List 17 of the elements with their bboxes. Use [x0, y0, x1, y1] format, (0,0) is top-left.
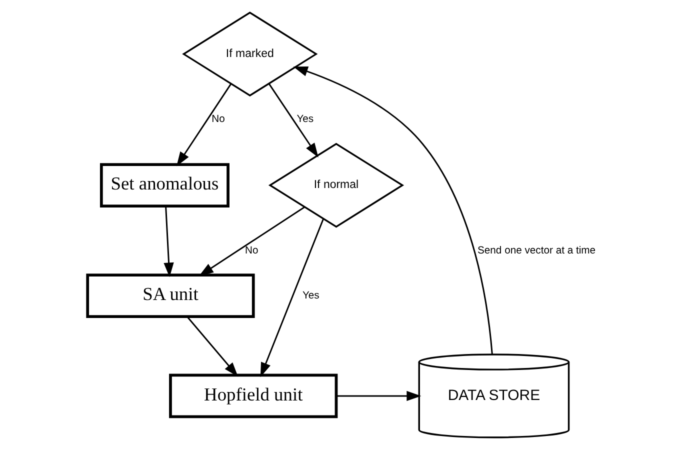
- node-diamond: If marked: [182, 12, 318, 97]
- edge-label: Yes: [302, 290, 319, 302]
- arrow: [186, 316, 238, 377]
- edge-label: No: [211, 114, 224, 126]
- node-box: Set anomalous: [99, 163, 229, 208]
- arrow: [336, 390, 421, 402]
- edge-label: Yes: [296, 114, 314, 126]
- arrow: [198, 206, 305, 276]
- arrow: [163, 206, 174, 278]
- arrow: [292, 66, 492, 354]
- arrow: [176, 83, 232, 166]
- node-box: SA unit: [86, 274, 254, 318]
- arrow: [260, 218, 324, 378]
- node-box: Hopfield unit: [168, 374, 338, 418]
- arrow: [268, 83, 318, 158]
- edge-label: No: [244, 245, 258, 256]
- edge-label: Send one vector at a time: [477, 245, 596, 256]
